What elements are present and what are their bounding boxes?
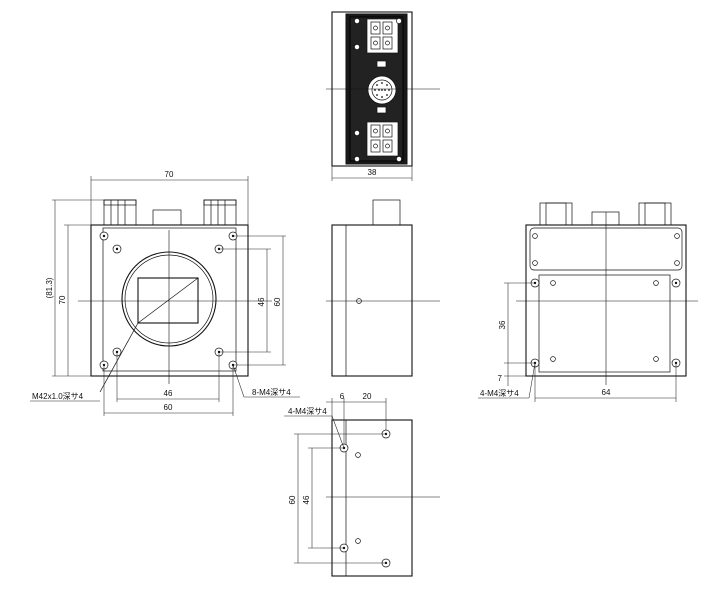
callout-front-screws: 8-M4深サ4 xyxy=(252,388,291,397)
connector xyxy=(539,202,573,226)
dim-70-left: 70 xyxy=(58,295,67,304)
side-connector xyxy=(372,199,401,226)
mount-holes xyxy=(530,278,681,368)
dim-46-bottom-view: 46 xyxy=(302,495,311,504)
dim-64: 64 xyxy=(602,388,611,397)
screw xyxy=(396,18,402,24)
front-body xyxy=(90,224,249,377)
led-indicator xyxy=(376,106,387,114)
connector-pins xyxy=(374,82,390,98)
led-indicator xyxy=(376,60,387,68)
dim-46-right: 46 xyxy=(257,297,266,306)
dim-81-3: (81.3) xyxy=(45,277,54,298)
right-view: 36 7 64 4-M4深サ4 xyxy=(478,202,698,402)
left-connector xyxy=(103,199,137,226)
dim-60-bottom-view: 60 xyxy=(288,495,297,504)
callout-bottom-screws: 4-M4深サ4 xyxy=(288,407,327,416)
bottom-plate xyxy=(538,274,671,373)
dim-38: 38 xyxy=(368,168,377,177)
screw xyxy=(354,18,360,24)
plate-screws xyxy=(532,233,680,266)
dim-60-bottom: 60 xyxy=(164,403,173,412)
right-connector xyxy=(203,199,237,226)
bottom-connector xyxy=(366,121,399,157)
dim-60-right: 60 xyxy=(273,297,282,306)
side-body xyxy=(331,224,413,377)
top-connector xyxy=(366,18,399,54)
callout-mount: M42x1.0深サ4 xyxy=(32,392,84,401)
dim-6: 6 xyxy=(340,392,345,401)
rear-view: 38 xyxy=(326,11,440,181)
bottom-body xyxy=(331,419,413,577)
screw xyxy=(354,130,360,136)
bottom-view: 6 20 4-M4深サ4 60 46 xyxy=(284,392,440,577)
side-view xyxy=(326,199,440,377)
round-connector-side xyxy=(152,209,182,226)
dim-70-top: 70 xyxy=(165,170,174,179)
dim-20: 20 xyxy=(363,392,372,401)
front-plate xyxy=(102,227,237,372)
screw xyxy=(396,156,402,162)
connector xyxy=(638,202,672,226)
front-view: 70 (81.3) 70 46 60 46 60 M42x1.0深サ4 8-M4… xyxy=(30,170,300,416)
sensor xyxy=(137,277,199,324)
dim-7: 7 xyxy=(498,374,503,383)
callout-side-screws: 4-M4深サ4 xyxy=(480,389,519,398)
screw xyxy=(354,44,360,50)
dim-46-bottom: 46 xyxy=(164,389,173,398)
round-connector-side xyxy=(591,211,620,226)
dim-36: 36 xyxy=(498,320,507,329)
mount-holes xyxy=(339,429,391,568)
screw xyxy=(354,156,360,162)
